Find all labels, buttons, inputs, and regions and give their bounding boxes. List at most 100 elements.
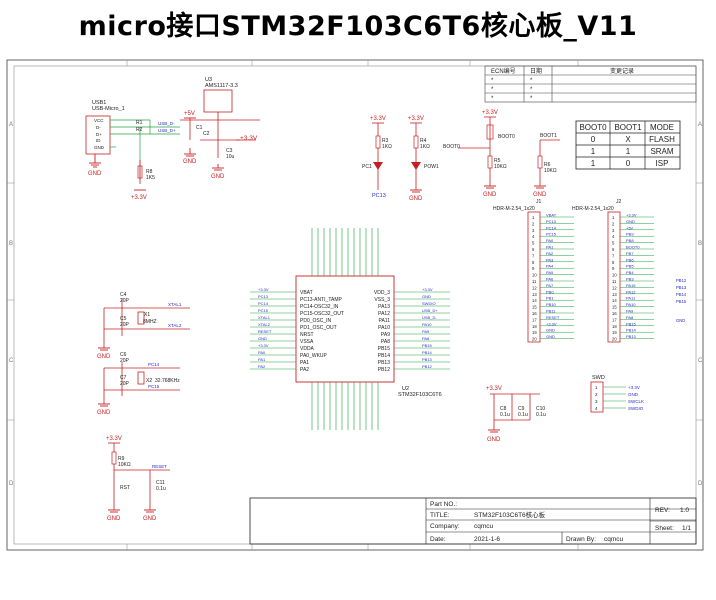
c11-value: 0.1u <box>156 486 166 492</box>
ldo-3v3-out: +3.3V <box>240 135 258 142</box>
j1-net-label: PA2 <box>546 251 554 256</box>
mcu-pin-name: PA0_WKUP <box>300 353 328 359</box>
j1-pin-number: 20 <box>532 337 537 342</box>
svg-text:C: C <box>698 358 703 364</box>
j1-net-label: PA0 <box>546 238 554 243</box>
r8-label: R8 <box>146 169 153 175</box>
j1-pin-number: 18 <box>532 324 537 329</box>
c9-value: 0.1u <box>518 412 528 418</box>
boot-cell: SRAM <box>650 147 673 156</box>
j1-pin-number: 13 <box>532 292 537 297</box>
j2-pin-number: 2 <box>612 221 615 226</box>
usb-gnd: GND <box>88 171 102 177</box>
j2-pin-number: 7 <box>612 253 615 258</box>
swd-swclk: SWCLK <box>628 399 644 404</box>
mcu-net-label: RESET <box>258 329 272 334</box>
mcu-pin-name: PB13 <box>378 360 390 366</box>
mcu-net-label: PB12 <box>422 364 433 369</box>
boot-cell: ISP <box>656 159 669 168</box>
j1-part: HDR-M-2.54_1x20 <box>493 206 535 212</box>
mcu-pin-name: VSS_3 <box>374 297 390 303</box>
j2-net-label: BOOT0 <box>626 245 640 250</box>
xtal-gnd-2: GND <box>97 410 111 416</box>
u3-part: AMS1117-3.3 <box>205 83 238 89</box>
rev-label: REV: <box>655 507 670 514</box>
j1-pin-number: 16 <box>532 311 537 316</box>
pc1-label: PC1 <box>362 164 372 170</box>
j1-net-label: PB0 <box>546 289 554 294</box>
reset-section: +3.3V R9 10KΩ RST C11 0.1u RESET GND GND <box>106 436 170 522</box>
svg-text:D: D <box>9 481 14 487</box>
r1-label: R1 <box>136 120 143 126</box>
j1-pin-number: 4 <box>532 234 535 239</box>
mcu-net-label: USB_D- <box>422 315 437 320</box>
mcu-net-label: PA0 <box>258 350 266 355</box>
j2-pin-number: 4 <box>612 234 615 239</box>
boot-3v3: +3.3V <box>482 110 498 116</box>
j2-pin-number: 9 <box>612 266 615 271</box>
mcu-pin-name: PA9 <box>381 332 390 338</box>
svg-text:USB_D+: USB_D+ <box>158 128 176 133</box>
j1-pin-number: 2 <box>532 221 535 226</box>
led2-3v3: +3.3V <box>408 116 424 122</box>
led1-3v3: +3.3V <box>370 116 386 122</box>
j2-net-label: PB6 <box>626 257 634 262</box>
j2-pin-number: 3 <box>612 228 615 233</box>
svg-text:1: 1 <box>595 385 598 390</box>
c2-label: C2 <box>203 131 210 137</box>
svg-text:A: A <box>698 122 702 128</box>
swd-swdio: SWDIO <box>628 406 644 411</box>
c1-label: C1 <box>196 125 203 131</box>
mcu-net-label: PC15 <box>258 308 269 313</box>
j1-pin-number: 11 <box>532 279 537 284</box>
j1-net-label: PC15 <box>546 232 557 237</box>
j2-net-label: PB15 <box>626 321 637 326</box>
svg-text:*: * <box>491 87 494 93</box>
boot-header-1: BOOT1 <box>614 123 642 132</box>
c3-label: C3 <box>226 148 233 154</box>
j2-pin-number: 6 <box>612 247 615 252</box>
j2-net-label: PB5 <box>626 264 634 269</box>
u3-label: U3 <box>205 77 212 83</box>
c8-label: C8 <box>500 406 507 412</box>
swd-label: SWD <box>592 375 605 381</box>
svg-text:*: * <box>530 96 533 102</box>
r2-label: R2 <box>136 127 143 133</box>
j1-net-label: GND <box>546 328 555 333</box>
drawn-value: cqmcu <box>604 536 624 543</box>
boot-cell: 1 <box>591 159 596 168</box>
boot-section: +3.3V BOOT0 BOOT0 BOOT1 R5 10KΩ R6 10KΩ … <box>443 110 560 198</box>
boot-mode-table: BOOT0 BOOT1 MODE 0 X FLASH 1 1 SRAM 1 0 … <box>575 120 681 170</box>
c3-value: 10u <box>226 154 235 160</box>
mcu-net-label: PC14 <box>258 301 269 306</box>
j1-pin-number: 3 <box>532 228 535 233</box>
r3-label: R3 <box>382 138 389 144</box>
ldo-section: U3 AMS1117-3.3 +5V +3.3V C1 C2 C3 10u GN… <box>180 77 260 180</box>
far-net-label: PB15 <box>676 299 687 304</box>
date-label: Date: <box>430 536 446 543</box>
led-pc13-net: PC13 <box>372 193 386 199</box>
c9-label: C9 <box>518 406 525 412</box>
reset-gnd-1: GND <box>107 516 121 522</box>
j2-net-label: PB13 <box>626 334 637 339</box>
xtal-pc14: PC14 <box>148 362 160 367</box>
x1-freq: 8MHZ <box>143 319 157 325</box>
mcu-pin-name: VDDA <box>300 346 315 352</box>
c6-label: C6 <box>120 352 127 358</box>
j2-net-label: PB8 <box>626 238 634 243</box>
drawn-label: Drawn By: <box>566 536 596 543</box>
ldo-gnd-2: GND <box>211 174 225 180</box>
mcu-net-label: +3.3V <box>258 287 269 292</box>
j1-net-label: PC13 <box>546 219 557 224</box>
c11-label: C11 <box>156 480 165 486</box>
boot-header-0: BOOT0 <box>579 123 607 132</box>
j2-net-label: PB3 <box>626 277 634 282</box>
j1-pin-number: 7 <box>532 253 535 258</box>
mcu-net-label: XTAL1 <box>258 315 271 320</box>
ecn-table <box>484 65 697 103</box>
j2-label: J2 <box>616 199 622 205</box>
j2-net-label: PB9 <box>626 232 634 237</box>
mcu-u2: U2 STM32F103C6T6 VBAT+3.3VPC13-ANTI_TAMP… <box>250 228 450 430</box>
